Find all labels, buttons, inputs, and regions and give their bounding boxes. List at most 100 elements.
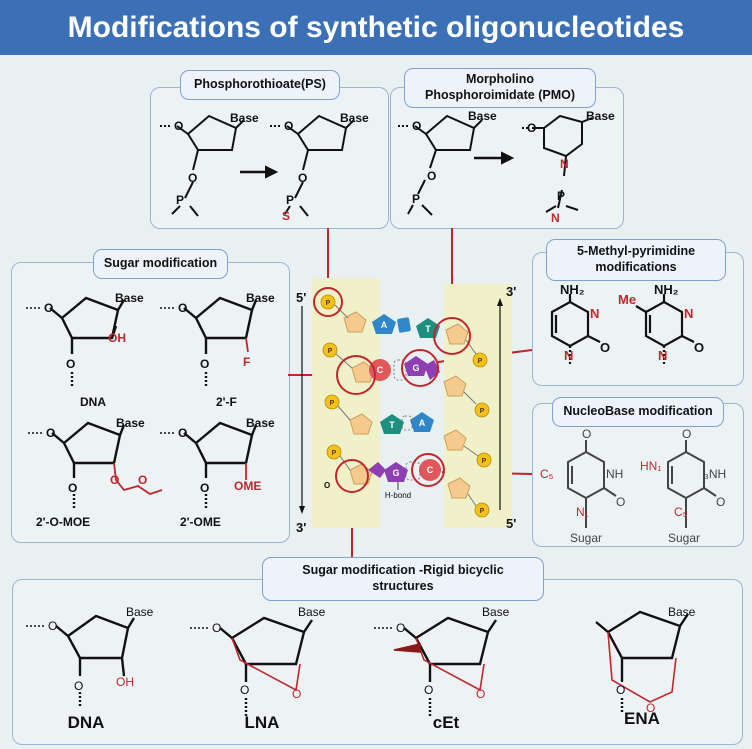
svg-text:O: O xyxy=(694,340,704,355)
svg-text:C: C xyxy=(377,365,384,375)
svg-text:Base: Base xyxy=(116,416,145,430)
svg-text:Base: Base xyxy=(230,111,259,125)
svg-text:N: N xyxy=(590,306,599,321)
svg-text:O: O xyxy=(582,427,591,441)
svg-text:P: P xyxy=(330,400,335,407)
methyl-text: NH₂ N N O NH₂ Me N N O xyxy=(560,282,704,363)
svg-text:P: P xyxy=(412,192,420,206)
svg-text:O: O xyxy=(48,619,57,633)
svg-text:N: N xyxy=(560,157,569,171)
svg-text:N: N xyxy=(658,348,667,363)
svg-text:T: T xyxy=(425,324,431,334)
nucleobase-structures xyxy=(567,440,717,528)
svg-text:₃NH: ₃NH xyxy=(704,467,726,481)
svg-text:Me: Me xyxy=(618,292,636,307)
svg-text:Base: Base xyxy=(298,605,326,619)
svg-text:O: O xyxy=(412,119,421,133)
svg-text:O: O xyxy=(396,621,405,635)
svg-text:G: G xyxy=(392,468,399,478)
bicyclic-red-bridges xyxy=(231,631,677,703)
svg-text:O: O xyxy=(200,481,209,495)
svg-text:F: F xyxy=(243,355,250,369)
svg-text:N: N xyxy=(564,348,573,363)
hbond-label: H-bond xyxy=(385,491,411,500)
svg-text:P: P xyxy=(332,450,337,457)
svg-text:C: C xyxy=(427,465,434,475)
svg-text:Base: Base xyxy=(126,605,154,619)
svg-text:P: P xyxy=(286,193,294,207)
methyl-label: 5-Methyl-pyrimidine modifications xyxy=(546,239,726,281)
label-3prime-left: 3' xyxy=(296,520,306,535)
svg-text:O: O xyxy=(476,687,485,701)
svg-text:HN₁: HN₁ xyxy=(640,459,661,473)
svg-text:O: O xyxy=(682,427,691,441)
svg-text:Sugar: Sugar xyxy=(668,531,700,545)
svg-text:P: P xyxy=(176,193,184,207)
ps-label: Phosphorothioate(PS) xyxy=(180,70,340,100)
svg-text:2'-O-MOE: 2'-O-MOE xyxy=(36,515,90,529)
svg-text:cEt: cEt xyxy=(433,713,460,732)
svg-text:O: O xyxy=(600,340,610,355)
svg-text:O: O xyxy=(427,169,436,183)
svg-text:O: O xyxy=(240,683,249,697)
svg-text:P: P xyxy=(557,189,565,203)
svg-text:O: O xyxy=(178,301,187,315)
helix-diagram: 5' 3' 3' 5' xyxy=(296,278,516,535)
page-title: Modifications of synthetic oligonucleoti… xyxy=(67,10,685,44)
svg-text:O: O xyxy=(298,171,307,185)
svg-text:A: A xyxy=(381,320,388,330)
svg-text:Base: Base xyxy=(482,605,510,619)
svg-text:S: S xyxy=(282,209,290,223)
sugar-text: O Base O OH DNA O Base O F 2'-F O Base O… xyxy=(36,291,275,529)
svg-text:DNA: DNA xyxy=(80,395,106,409)
sugar-label: Sugar modification xyxy=(93,249,228,279)
svg-text:O: O xyxy=(716,495,725,509)
svg-text:O: O xyxy=(138,473,147,487)
svg-text:2'-F: 2'-F xyxy=(216,395,237,409)
ps-panel xyxy=(150,87,389,229)
methyl-structures xyxy=(550,294,695,366)
bicyclic-names: DNA LNA cEt ENA xyxy=(68,709,660,732)
sugar-panel xyxy=(11,262,290,543)
svg-text:O: O xyxy=(174,119,183,133)
svg-text:Base: Base xyxy=(115,291,144,305)
svg-text:ENA: ENA xyxy=(624,709,660,728)
bicyclic-label: Sugar modification -Rigid bicyclic struc… xyxy=(262,557,544,601)
svg-text:O: O xyxy=(424,683,433,697)
svg-text:NH: NH xyxy=(606,467,623,481)
svg-text:O: O xyxy=(616,495,625,509)
svg-text:C₅: C₅ xyxy=(540,467,554,481)
svg-text:O: O xyxy=(188,171,197,185)
svg-text:Base: Base xyxy=(668,605,696,619)
ps-text: O Base O P O Base O P S O Base O P O Bas… xyxy=(174,109,615,225)
svg-text:Base: Base xyxy=(246,291,275,305)
pmo-label: Morpholino Phosphoroimidate (PMO) xyxy=(404,68,596,108)
svg-text:2'-OME: 2'-OME xyxy=(180,515,221,529)
svg-text:P: P xyxy=(482,458,487,465)
svg-text:N: N xyxy=(684,306,693,321)
svg-text:O: O xyxy=(292,687,301,701)
svg-text:P: P xyxy=(480,408,485,415)
svg-text:O: O xyxy=(200,357,209,371)
sugar-structures xyxy=(26,296,258,510)
svg-text:N₁: N₁ xyxy=(576,505,589,519)
svg-text:O: O xyxy=(284,119,293,133)
svg-text:O: O xyxy=(212,621,221,635)
svg-text:DNA: DNA xyxy=(68,713,105,732)
ps-structures xyxy=(160,114,593,217)
svg-text:LNA: LNA xyxy=(245,713,280,732)
svg-text:O: O xyxy=(46,426,55,440)
svg-text:O: O xyxy=(527,121,536,135)
nucleobase-label: NucleoBase modification xyxy=(552,397,724,427)
svg-text:OH: OH xyxy=(116,675,134,689)
svg-text:O: O xyxy=(178,426,187,440)
svg-text:Base: Base xyxy=(468,109,497,123)
svg-text:O: O xyxy=(110,473,119,487)
svg-text:NH₂: NH₂ xyxy=(560,282,585,297)
svg-text:P: P xyxy=(478,358,483,365)
label-3prime-right: 3' xyxy=(506,284,516,299)
svg-text:C₅: C₅ xyxy=(674,505,688,519)
bicyclic-structures xyxy=(26,610,689,716)
svg-text:NH₂: NH₂ xyxy=(654,282,679,297)
